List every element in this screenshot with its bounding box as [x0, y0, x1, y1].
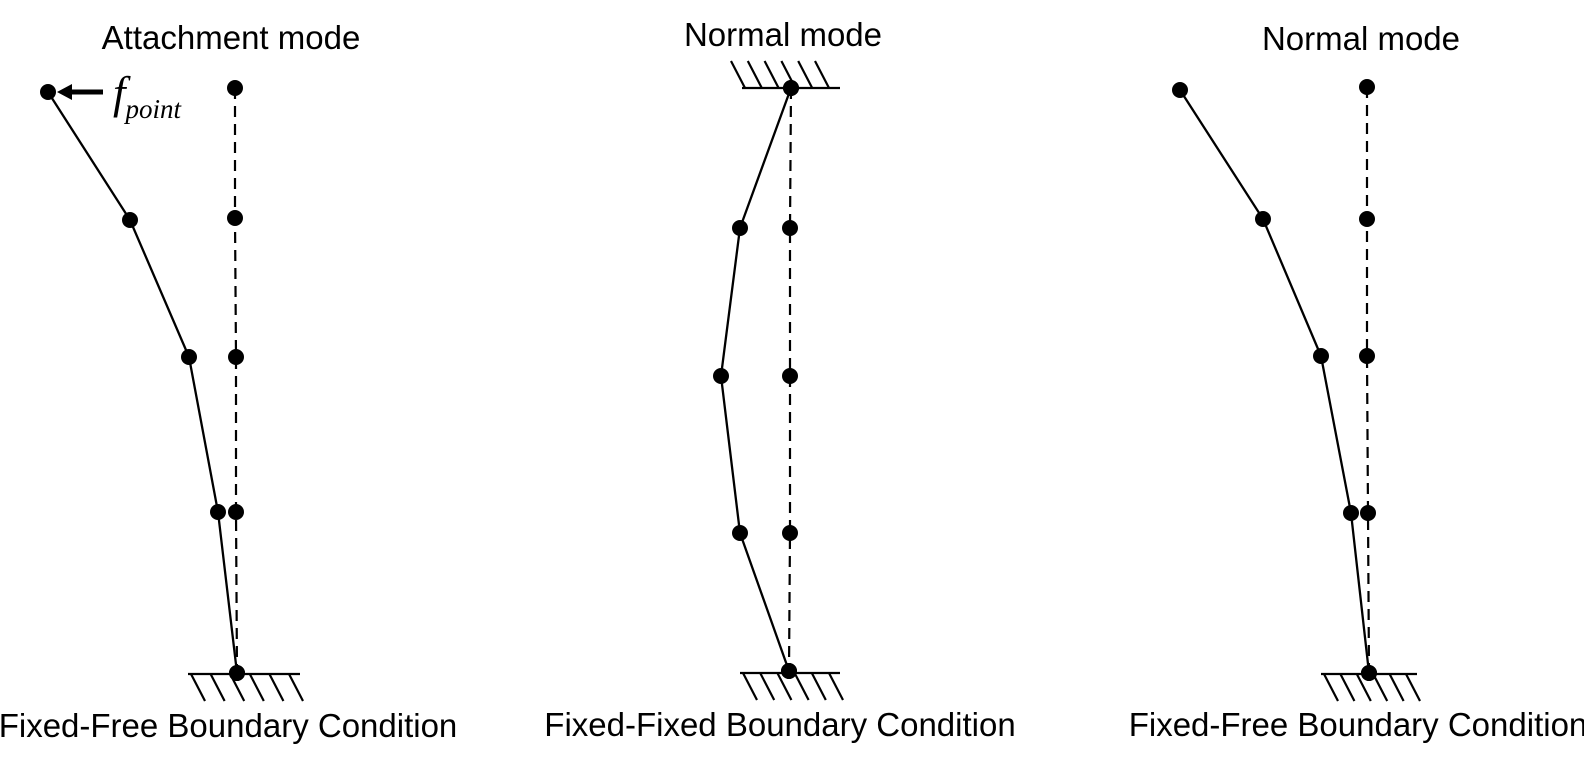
beam-node-dot [782, 220, 798, 236]
force-label-subscript: point [124, 94, 183, 124]
beam-node-dot [1359, 211, 1375, 227]
force-arrow [57, 84, 103, 100]
force-arrow-head [57, 84, 72, 100]
beam-node-dot [228, 349, 244, 365]
beam-node-dot [1361, 665, 1377, 681]
beam-node-dot [1313, 348, 1329, 364]
hatch-stroke [248, 673, 265, 702]
beam-node-dot [227, 80, 243, 96]
panel-title: Normal mode [684, 16, 882, 53]
hatch-stroke [730, 60, 746, 89]
beam-node-dot [1360, 505, 1376, 521]
hatch-stroke [268, 673, 285, 702]
fixed-support-top [730, 60, 840, 90]
hatch-stroke [742, 672, 758, 701]
hatch-stroke [810, 672, 827, 701]
beam-node-dot [227, 210, 243, 226]
panel-title: Attachment mode [102, 19, 361, 56]
hatch-stroke [1388, 673, 1405, 702]
deformed-shape-line [1179, 89, 1371, 674]
undeformed-axis-dashed-line [233, 88, 239, 674]
beam-node-dot [228, 504, 244, 520]
panel-normal-mode-fixed-fixed: Normal mode Fixed-Fixed Boundary Conditi… [544, 16, 1015, 743]
hatch-stroke [746, 60, 763, 89]
hatch-stroke [1339, 673, 1356, 702]
hatch-stroke [209, 673, 226, 702]
force-label: fpoint [113, 68, 183, 124]
fixed-support-bottom [188, 672, 304, 702]
beam-node-dot [732, 525, 748, 541]
hatch-stroke [828, 672, 844, 701]
panel-normal-mode-fixed-free: Normal mode Fixed-Free Boundary Conditio… [1129, 20, 1584, 743]
deformed-shape-line [719, 87, 793, 672]
hatch-stroke [1372, 673, 1389, 702]
hatch-stroke [1405, 673, 1421, 702]
hatch-stroke [797, 60, 814, 89]
hatch-stroke [763, 60, 780, 89]
beam-node-dot [781, 663, 797, 679]
hatch-stroke [1323, 673, 1339, 702]
beam-node-dot [713, 368, 729, 384]
beam-node-dot [181, 349, 197, 365]
hatch-stroke [814, 60, 830, 89]
beam-node-dot [122, 212, 138, 228]
beam-node-dot [1359, 348, 1375, 364]
panel-drawing [713, 60, 844, 701]
beam-node-dot [782, 368, 798, 384]
beam-node-dot [210, 504, 226, 520]
hatch-stroke [793, 672, 810, 701]
boundary-condition-label: Fixed-Free Boundary Condition [1129, 706, 1584, 743]
panel-title: Normal mode [1262, 20, 1460, 57]
undeformed-axis-dashed-line [1365, 87, 1371, 674]
panel-drawing [1172, 79, 1421, 702]
beam-node-dot [1343, 505, 1359, 521]
beam-node-dot [732, 220, 748, 236]
hatch-stroke [759, 672, 776, 701]
beam-node-dot [229, 665, 245, 681]
beam-node-dot [1172, 82, 1188, 98]
beam-node-dot [1359, 79, 1375, 95]
beam-node-dot [783, 80, 799, 96]
beam-node-dot [782, 525, 798, 541]
hatch-stroke [1355, 673, 1372, 702]
deformed-shape-line [47, 91, 239, 674]
panel-drawing [40, 80, 304, 702]
hatch-stroke [776, 672, 793, 701]
panel-attachment-mode-fixed-free: Attachment mode Fixed-Free Boundary Cond… [0, 19, 457, 744]
beam-node-dot [40, 84, 56, 100]
hatch-stroke [288, 673, 304, 702]
hatch-stroke [190, 673, 206, 702]
boundary-condition-label: Fixed-Fixed Boundary Condition [544, 706, 1015, 743]
beam-node-dot [1255, 211, 1271, 227]
boundary-condition-label: Fixed-Free Boundary Condition [0, 707, 457, 744]
